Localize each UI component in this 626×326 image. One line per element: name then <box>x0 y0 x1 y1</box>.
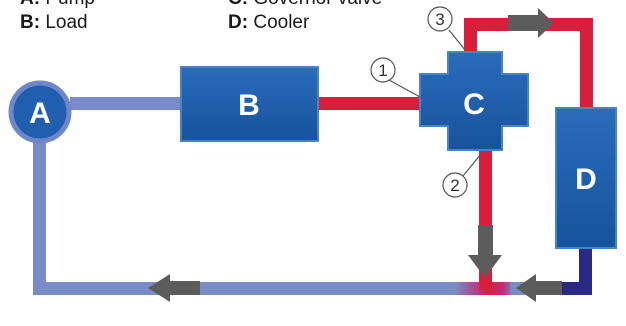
flow-arrow-cooler-return <box>516 274 562 302</box>
legend-text-load: Load <box>45 12 88 33</box>
legend-text-pump: Pump <box>45 0 95 9</box>
flow-arrow-bypass-down <box>468 225 502 278</box>
legend-pump: A: Pump <box>20 0 95 10</box>
flow-arrow-top <box>508 8 554 38</box>
cooler-label: D <box>575 163 597 196</box>
callout-2-number: 2 <box>450 176 459 195</box>
pipe-cooler-inlet <box>580 18 593 108</box>
legend-key-d: D: <box>228 12 249 33</box>
legend-key-c: C: <box>228 0 248 9</box>
pipe-cooler-outlet-corner <box>560 282 592 295</box>
legend-key-a: A: <box>20 0 40 9</box>
load-block: B <box>180 66 319 142</box>
legend-load: B: Load <box>20 12 88 34</box>
legend-key-b: B: <box>20 12 41 33</box>
legend-text-governor-valve: Governor valve <box>253 0 382 9</box>
callout-1: 1 <box>370 57 421 98</box>
legend-cooler: D: Cooler <box>228 12 309 34</box>
legend-governor-valve: C: Governor valve <box>228 0 382 10</box>
pump-block: A <box>8 80 72 144</box>
pipe-return-left <box>33 140 46 295</box>
callout-3-number: 3 <box>435 10 444 29</box>
valve-label: C <box>463 88 485 121</box>
load-label: B <box>238 89 260 122</box>
pipe-pump-to-load <box>70 97 185 110</box>
callout-2: 2 <box>442 153 482 198</box>
callout-1-number: 1 <box>378 61 387 80</box>
flow-arrow-return-left <box>148 274 200 302</box>
pipe-return-bottom <box>33 282 503 295</box>
pipe-load-to-valve <box>318 97 422 110</box>
governor-valve-block: C <box>419 51 529 151</box>
pump-label: A <box>29 97 51 130</box>
legend-text-cooler: Cooler <box>253 12 310 33</box>
cooler-block: D <box>555 107 617 249</box>
callout-3: 3 <box>427 6 466 51</box>
